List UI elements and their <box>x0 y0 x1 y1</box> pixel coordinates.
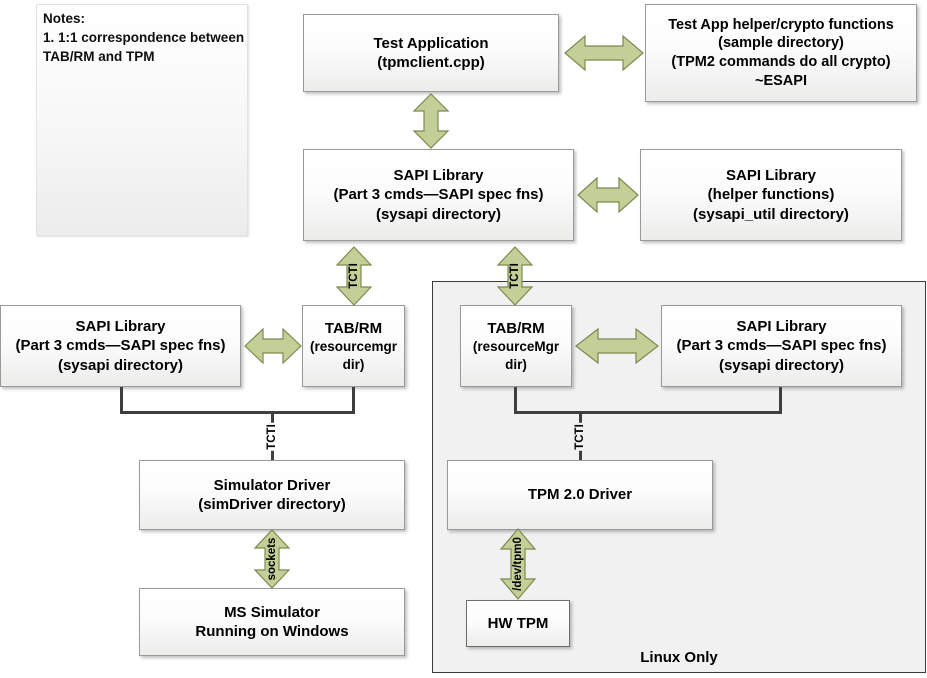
linux-only-label: Linux Only <box>640 649 718 666</box>
node-line: (Part 3 cmds—SAPI spec fns) <box>15 337 226 355</box>
node-line: (sysapi directory) <box>375 205 502 223</box>
node-tabrm-right[interactable]: TAB/RM (resourceMgr dir) <box>460 305 572 387</box>
notes-text: Notes: 1. 1:1 correspondence between TAB… <box>43 9 263 66</box>
node-line: (sysapi directory) <box>718 356 845 374</box>
node-sapi-library-helper[interactable]: SAPI Library (helper functions) (sysapi_… <box>640 149 902 241</box>
node-line: (sysapi_util directory) <box>693 205 849 223</box>
node-line: SAPI Library <box>725 167 817 185</box>
node-line: Test App helper/crypto functions <box>668 16 894 33</box>
node-line: (tpmclient.cpp) <box>377 54 485 71</box>
tcti-label-right-bottom: TCTI <box>574 423 586 451</box>
node-line: SAPI Library <box>75 318 166 336</box>
node-line: (Part 3 cmds—SAPI spec fns) <box>333 186 544 204</box>
arrow-sapileft-to-tabrmleft <box>243 325 303 367</box>
node-line: (sample directory) <box>718 35 844 52</box>
notes-heading: Notes: <box>43 11 86 26</box>
node-line: Test Application <box>373 34 489 52</box>
node-simulator-driver[interactable]: Simulator Driver (simDriver directory) <box>139 460 405 530</box>
rake-left-vertical-a <box>120 387 123 413</box>
sockets-label: sockets <box>266 537 278 581</box>
node-line: MS Simulator <box>224 603 320 621</box>
rake-left-vertical-b <box>352 387 355 413</box>
node-tpm20-driver[interactable]: TPM 2.0 Driver <box>447 460 713 530</box>
notes-item: 1. 1:1 correspondence between TAB/RM and… <box>43 30 245 65</box>
node-line: (Part 3 cmds—SAPI spec fns) <box>676 337 887 355</box>
rake-right-vertical-b <box>779 387 782 413</box>
node-line: ~ESAPI <box>755 72 807 89</box>
dev-tpm0-label: /dev/tpm0 <box>512 537 524 591</box>
node-ms-simulator[interactable]: MS Simulator Running on Windows <box>139 588 405 656</box>
node-line: (resourceMgr <box>472 339 560 355</box>
node-line: (TPM2 commands do all crypto) <box>671 54 891 70</box>
node-line: dir) <box>342 356 365 372</box>
notes-panel: Notes: 1. 1:1 correspondence between TAB… <box>36 4 248 236</box>
rake-right-vertical-a <box>514 387 517 413</box>
node-line: SAPI Library <box>736 318 827 336</box>
tcti-label-right-top: TCTI <box>509 263 521 289</box>
node-test-application[interactable]: Test Application (tpmclient.cpp) <box>303 14 559 92</box>
node-line: dir) <box>505 356 527 372</box>
node-line: HW TPM <box>487 614 549 632</box>
rake-right-horizontal <box>514 411 782 414</box>
arrow-sapi-to-sapi-helper <box>576 174 640 216</box>
tcti-label-left-top: TCTI <box>348 263 360 289</box>
node-sapi-library-left[interactable]: SAPI Library (Part 3 cmds—SAPI spec fns)… <box>0 305 241 387</box>
rake-left-horizontal <box>120 411 355 414</box>
node-line: Running on Windows <box>195 623 349 640</box>
node-test-app-helper[interactable]: Test App helper/crypto functions (sample… <box>645 4 917 102</box>
node-line: (simDriver directory) <box>198 496 346 513</box>
node-line: TAB/RM <box>487 320 545 338</box>
node-line: SAPI Library <box>393 167 484 185</box>
node-line: TPM 2.0 Driver <box>527 486 633 504</box>
arrow-testapp-to-helper <box>563 32 645 74</box>
node-line: TAB/RM <box>324 320 383 338</box>
node-line: (sysapi directory) <box>57 356 184 374</box>
node-tabrm-left[interactable]: TAB/RM (resourcemgr dir) <box>302 305 405 387</box>
node-line: (resourcemgr <box>309 339 398 355</box>
node-hw-tpm[interactable]: HW TPM <box>466 600 570 647</box>
arrow-testapp-to-sapi <box>410 93 452 150</box>
node-line: (helper functions) <box>707 186 835 204</box>
node-sapi-library-main[interactable]: SAPI Library (Part 3 cmds—SAPI spec fns)… <box>303 149 574 241</box>
node-line: Simulator Driver <box>213 476 331 494</box>
node-sapi-library-right[interactable]: SAPI Library (Part 3 cmds—SAPI spec fns)… <box>661 305 902 387</box>
tcti-label-left-bottom: TCTI <box>266 423 278 451</box>
